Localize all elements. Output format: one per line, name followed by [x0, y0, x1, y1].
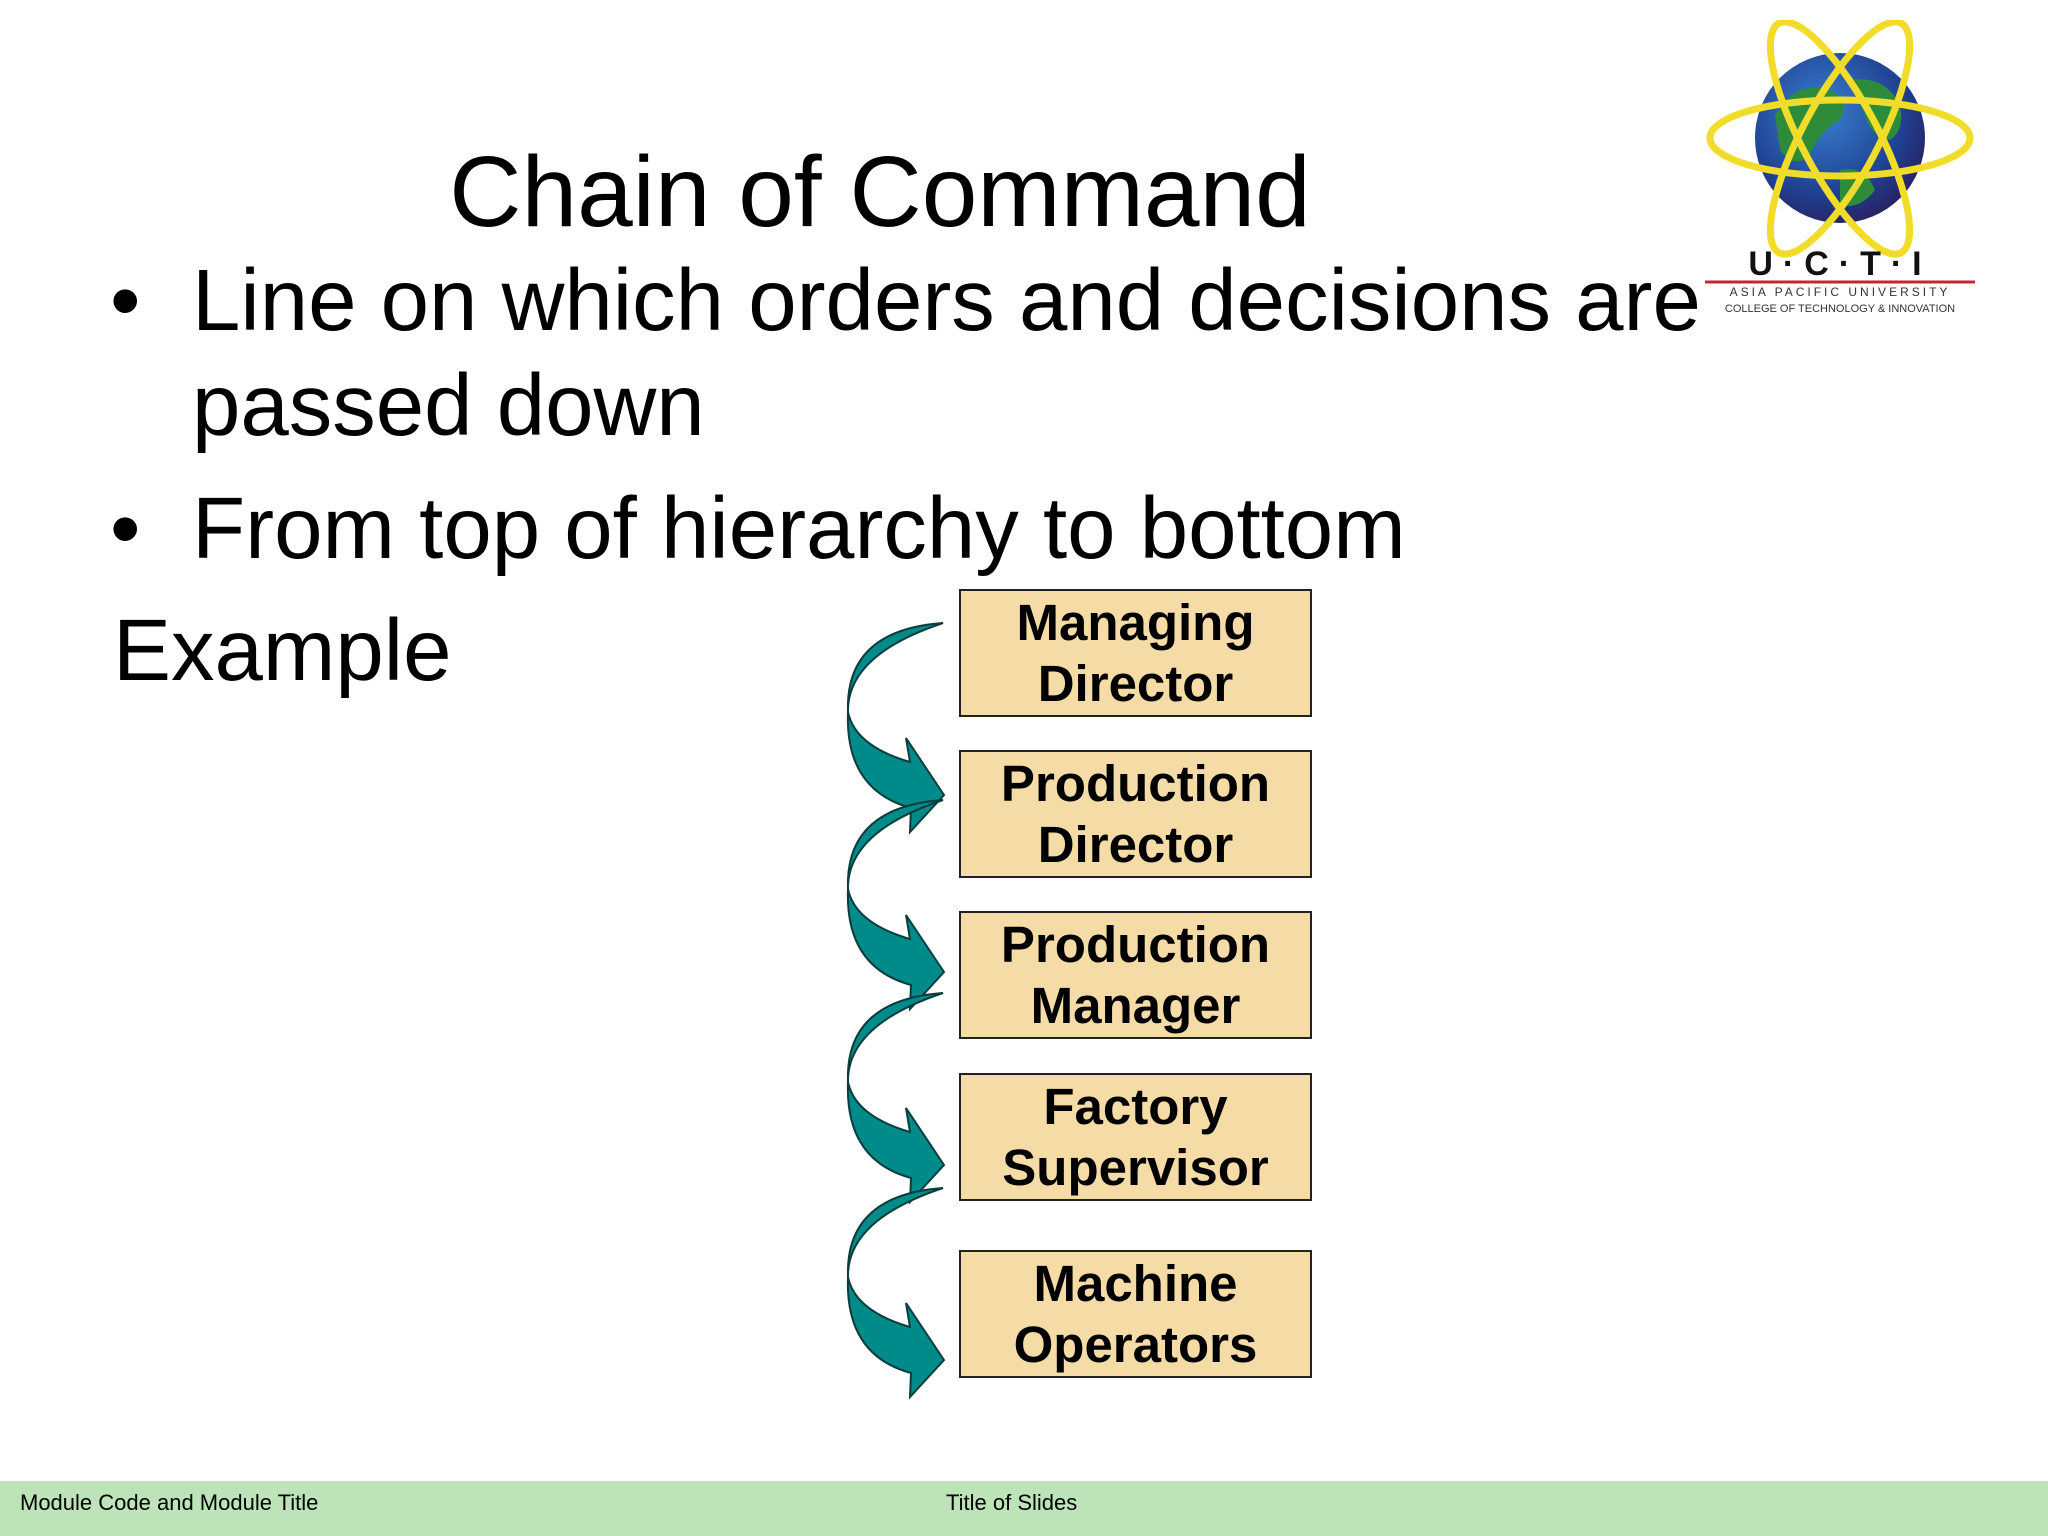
bullet-marker: •	[110, 252, 141, 349]
bullet-item: • From top of hierarchy to bottom	[110, 476, 1770, 581]
hierarchy-box: Factory Supervisor	[959, 1073, 1312, 1201]
hierarchy-box: Managing Director	[959, 589, 1312, 717]
hierarchy-label: Production Manager	[1000, 916, 1271, 1034]
hierarchy-box: Production Manager	[959, 911, 1312, 1039]
ucti-logo: U·C·T·I ASIA PACIFIC UNIVERSITY COLLEGE …	[1705, 20, 1975, 315]
hierarchy-box: Production Director	[959, 750, 1312, 878]
footer-module-title: Module Code and Module Title	[20, 1490, 319, 1515]
down-arrow-icon	[846, 992, 946, 1205]
hierarchy-label: Managing Director	[1016, 594, 1255, 712]
bullet-marker: •	[110, 480, 141, 577]
bullet-text: Line on which orders and decisions are p…	[192, 252, 1701, 454]
down-arrow-icon	[846, 622, 946, 835]
logo-line2: COLLEGE OF TECHNOLOGY & INNOVATION	[1725, 303, 1955, 315]
logo-line1: ASIA PACIFIC UNIVERSITY	[1730, 285, 1951, 299]
hierarchy-label: Machine Operators	[1013, 1255, 1258, 1373]
globe-icon	[1755, 53, 1925, 223]
orbit-rings	[1706, 20, 1974, 258]
down-arrow-icon	[846, 799, 946, 1012]
footer-bar: Module Code and Module Title Title of Sl…	[0, 1481, 2048, 1536]
hierarchy-label: Factory Supervisor	[1002, 1078, 1269, 1196]
hierarchy-label: Production Director	[1000, 755, 1271, 873]
logo-letters: U·C·T·I	[1748, 245, 1931, 283]
example-label: Example	[113, 602, 452, 699]
bullet-item: • Line on which orders and decisions are…	[110, 248, 1770, 458]
slide-title: Chain of Command	[449, 136, 1311, 248]
down-arrow-icon	[846, 1187, 946, 1400]
bullet-text: From top of hierarchy to bottom	[192, 480, 1406, 577]
footer-slide-title: Title of Slides	[946, 1490, 1078, 1515]
bullet-list: • Line on which orders and decisions are…	[110, 248, 1770, 599]
hierarchy-box: Machine Operators	[959, 1250, 1312, 1378]
